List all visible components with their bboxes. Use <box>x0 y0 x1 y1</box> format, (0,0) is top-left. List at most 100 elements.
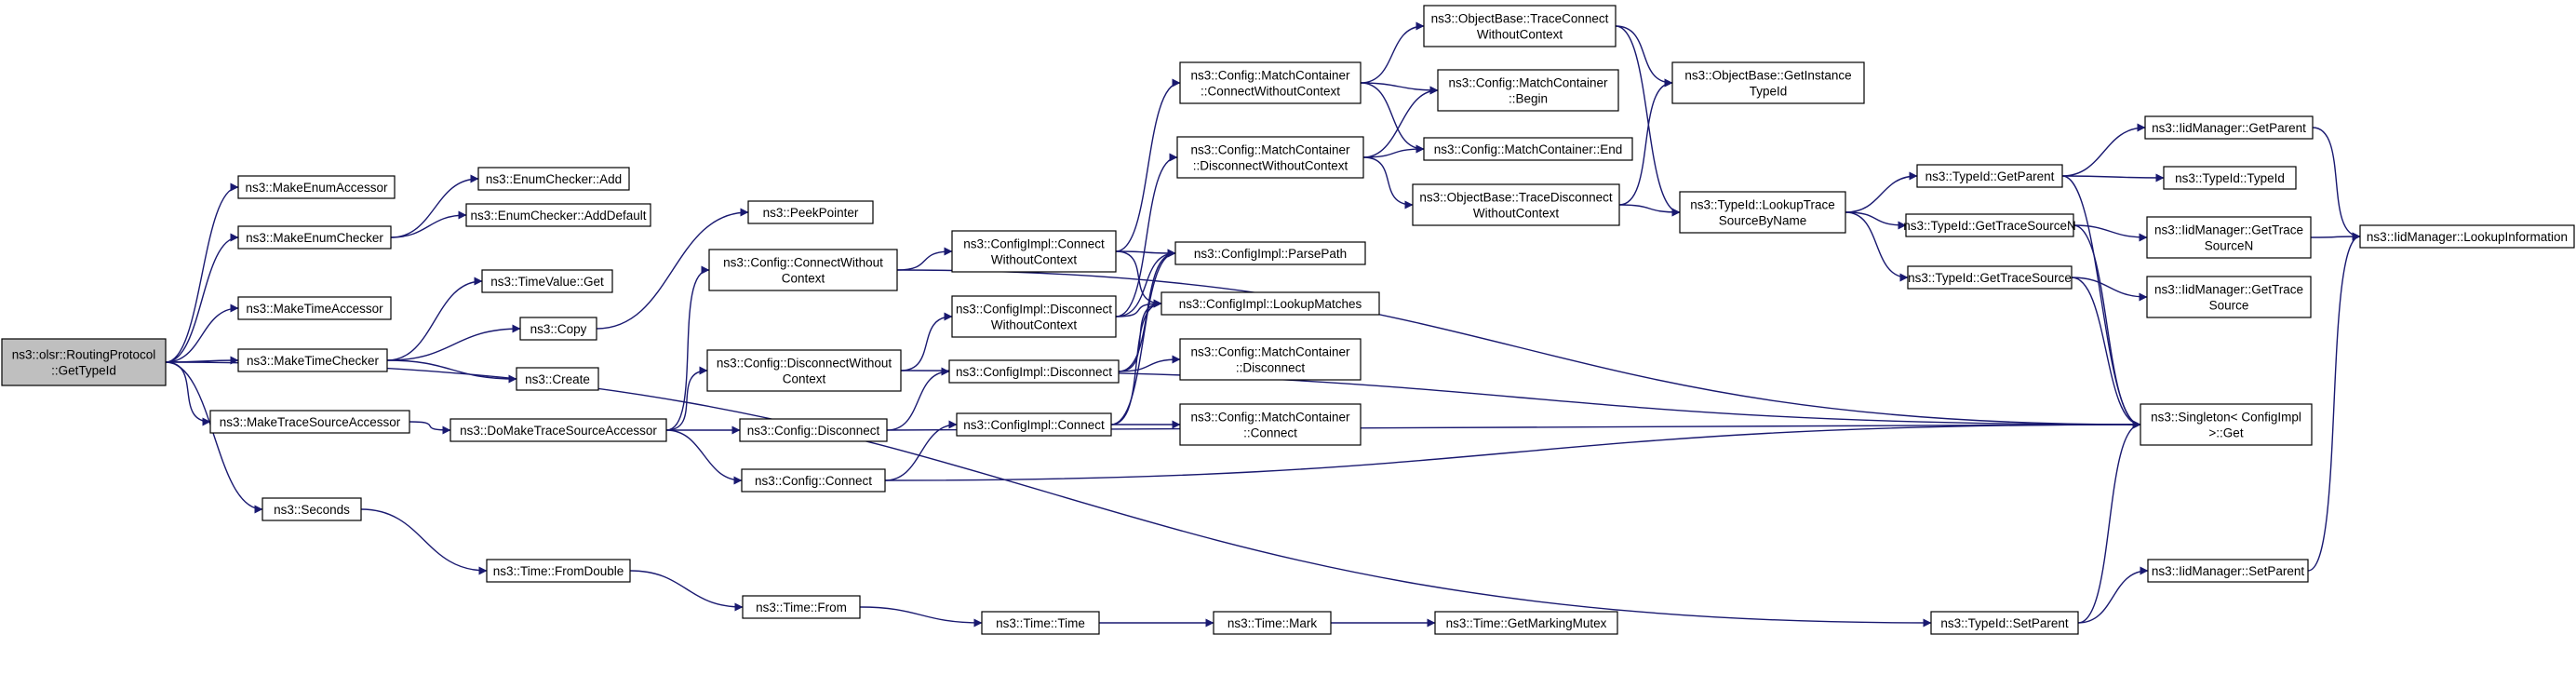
edge-typeIdGetTraceSource-to-singletonGet <box>2071 277 2141 429</box>
node-make-enum-checker[interactable]: ns3::MakeEnumChecker <box>237 225 392 250</box>
node-root[interactable]: ns3::olsr::RoutingProtocol::GetTypeId <box>1 338 167 386</box>
node-type-id-type-id[interactable]: ns3::TypeId::TypeId <box>2163 166 2297 190</box>
node-label: Context <box>782 272 825 286</box>
node-label: WithoutContext <box>991 318 1078 332</box>
node-label: ns3::ConfigImpl::Connect <box>963 418 1105 432</box>
node-config-impl-lookup-matches[interactable]: ns3::ConfigImpl::LookupMatches <box>1161 291 1380 316</box>
edge-iidSetParent-to-iidLookupInformation <box>2307 232 2361 572</box>
node-make-time-accessor[interactable]: ns3::MakeTimeAccessor <box>237 296 392 320</box>
node-mc-disconnect-without-context[interactable]: ns3::Config::MatchContainer::DisconnectW… <box>1176 136 1364 179</box>
node-label: ns3::Config::DisconnectWithout <box>717 357 892 371</box>
node-config-impl-disconnect[interactable]: ns3::ConfigImpl::Disconnect <box>948 359 1120 384</box>
edge-configImplDisconnectWithoutContext-to-configImplParsePath <box>1115 249 1176 317</box>
node-iid-lookup-information[interactable]: ns3::IidManager::LookupInformation <box>2359 224 2575 249</box>
node-label: ::Connect <box>1243 426 1297 440</box>
edge-configImplDisconnectWithoutContext-to-configImplLookupMatches <box>1115 299 1162 317</box>
node-label: ::DisconnectWithoutContext <box>1193 159 1348 173</box>
node-create[interactable]: ns3::Create <box>516 367 599 391</box>
node-label: ns3::MakeTimeChecker <box>247 354 380 368</box>
node-config-disconnect[interactable]: ns3::Config::Disconnect <box>739 418 888 442</box>
node-label: ::Begin <box>1509 92 1548 106</box>
node-type-id-get-trace-source-n[interactable]: ns3::TypeId::GetTraceSourceN <box>1903 213 2076 237</box>
node-time-time[interactable]: ns3::Time::Time <box>981 611 1100 635</box>
node-seconds[interactable]: ns3::Seconds <box>262 497 362 521</box>
edge-makeTraceSourceAccessor-to-doMakeTraceSourceAccessor <box>409 421 451 435</box>
node-mc-disconnect[interactable]: ns3::Config::MatchContainer::Disconnect <box>1179 338 1362 381</box>
node-label: ns3::MakeEnumAccessor <box>245 181 388 195</box>
edge-makeTimeChecker-to-create <box>386 359 517 384</box>
node-label: TypeId <box>1750 85 1788 99</box>
node-config-impl-connect-without-context[interactable]: ns3::ConfigImpl::ConnectWithoutContext <box>951 230 1117 273</box>
edge-configImplConnect-to-configImplParsePath <box>1110 249 1176 425</box>
node-time-mark[interactable]: ns3::Time::Mark <box>1213 611 1332 635</box>
node-label: ns3::Config::MatchContainer <box>1190 143 1350 157</box>
node-ob-trace-connect-without-context[interactable]: ns3::ObjectBase::TraceConnectWithoutCont… <box>1423 5 1617 47</box>
edge-typeIdLookupTraceSourceByName-to-typeIdGetParent <box>1845 171 1918 213</box>
edge-makeTimeChecker-to-timeValueGet <box>386 277 483 361</box>
node-time-value-get[interactable]: ns3::TimeValue::Get <box>481 269 613 293</box>
edge-configImplDisconnect-to-mcDisconnect <box>1118 355 1181 372</box>
node-label: ns3::TimeValue::Get <box>490 275 604 289</box>
edge-root-to-makeEnumAccessor <box>165 182 239 363</box>
node-label: WithoutContext <box>1473 207 1560 221</box>
node-label: ns3::IidManager::GetParent <box>2152 121 2306 135</box>
node-label: ns3::EnumChecker::AddDefault <box>470 209 646 223</box>
node-make-time-checker[interactable]: ns3::MakeTimeChecker <box>237 348 388 372</box>
edge-configConnectWithoutContext-to-singletonGet <box>896 269 2141 429</box>
node-enum-checker-add[interactable]: ns3::EnumChecker::Add <box>477 167 630 191</box>
node-config-connect[interactable]: ns3::Config::Connect <box>741 468 886 493</box>
node-config-disconnect-without-context[interactable]: ns3::Config::DisconnectWithoutContext <box>706 349 902 392</box>
node-config-impl-disconnect-without-context[interactable]: ns3::ConfigImpl::DisconnectWithoutContex… <box>951 295 1117 338</box>
edge-configConnectWithoutContext-to-configImplConnectWithoutContext <box>896 247 953 271</box>
node-label: ns3::Singleton< ConfigImpl <box>2151 411 2301 425</box>
node-copy[interactable]: ns3::Copy <box>519 317 597 341</box>
node-time-get-marking-mutex[interactable]: ns3::Time::GetMarkingMutex <box>1434 611 1618 635</box>
node-enum-checker-add-default[interactable]: ns3::EnumChecker::AddDefault <box>465 203 651 227</box>
node-time-from[interactable]: ns3::Time::From <box>742 595 861 619</box>
node-label: ns3::ConfigImpl::Connect <box>963 237 1105 251</box>
node-peek-pointer[interactable]: ns3::PeekPointer <box>747 200 874 224</box>
node-type-id-set-parent[interactable]: ns3::TypeId::SetParent <box>1930 611 2079 635</box>
node-label: WithoutContext <box>1477 28 1563 42</box>
edge-configImplConnectWithoutContext-to-configImplLookupMatches <box>1115 250 1162 308</box>
edge-typeIdGetParent-to-iidGetParent <box>2061 123 2146 177</box>
node-type-id-get-trace-source[interactable]: ns3::TypeId::GetTraceSource <box>1907 265 2073 290</box>
node-mc-connect-without-context[interactable]: ns3::Config::MatchContainer::ConnectWith… <box>1179 61 1362 104</box>
node-label: ::ConnectWithoutContext <box>1201 85 1340 99</box>
edge-mcDisconnectWithoutContext-to-obTraceDisconnectWithoutContext <box>1362 156 1414 209</box>
node-ob-trace-disconnect-without-context[interactable]: ns3::ObjectBase::TraceDisconnectWithoutC… <box>1412 183 1620 226</box>
node-label: ns3::DoMakeTraceSourceAccessor <box>460 424 657 438</box>
node-mc-connect[interactable]: ns3::Config::MatchContainer::Connect <box>1179 403 1362 446</box>
node-config-impl-connect[interactable]: ns3::ConfigImpl::Connect <box>956 412 1112 437</box>
node-do-make-trace-source-accessor[interactable]: ns3::DoMakeTraceSourceAccessor <box>449 418 667 442</box>
node-label: ns3::ObjectBase::TraceDisconnect <box>1419 191 1613 205</box>
node-label: ns3::TypeId::GetTraceSourceN <box>1903 219 2076 233</box>
node-iid-set-parent[interactable]: ns3::IidManager::SetParent <box>2147 559 2309 583</box>
node-mc-end[interactable]: ns3::Config::MatchContainer::End <box>1423 137 1633 161</box>
node-iid-get-trace-source-n[interactable]: ns3::IidManager::GetTraceSourceN <box>2146 216 2312 259</box>
node-iid-get-trace-source[interactable]: ns3::IidManager::GetTraceSource <box>2146 276 2312 318</box>
node-label: ns3::Time::FromDouble <box>493 564 624 578</box>
node-type-id-get-parent[interactable]: ns3::TypeId::GetParent <box>1916 164 2063 188</box>
edge-configDisconnect-to-configImplDisconnect <box>886 367 950 431</box>
node-mc-begin[interactable]: ns3::Config::MatchContainer::Begin <box>1437 69 1619 112</box>
node-label: ns3::TypeId::SetParent <box>1940 616 2069 630</box>
node-make-enum-accessor[interactable]: ns3::MakeEnumAccessor <box>237 175 396 199</box>
node-singleton-get[interactable]: ns3::Singleton< ConfigImpl >::Get <box>2140 403 2313 446</box>
edge-root-to-typeIdSetParent <box>165 361 1932 628</box>
node-make-trace-source-accessor[interactable]: ns3::MakeTraceSourceAccessor <box>209 410 410 434</box>
edge-doMakeTraceSourceAccessor-to-configDisconnectWithoutContext <box>665 366 708 431</box>
node-label: ns3::ConfigImpl::Disconnect <box>956 303 1112 317</box>
node-config-connect-without-context[interactable]: ns3::Config::ConnectWithoutContext <box>708 249 898 291</box>
node-label: ns3::olsr::RoutingProtocol <box>12 348 156 362</box>
edge-root-to-makeTraceSourceAccessor <box>165 361 211 426</box>
node-iid-get-parent[interactable]: ns3::IidManager::GetParent <box>2144 115 2314 140</box>
node-label: >::Get <box>2208 426 2243 440</box>
edge-timeFromDouble-to-timeFrom <box>629 570 744 612</box>
edge-obTraceDisconnectWithoutContext-to-typeIdLookupTraceSourceByName <box>1618 204 1681 217</box>
edge-mcDisconnectWithoutContext-to-mcBegin <box>1362 86 1439 158</box>
node-config-impl-parse-path[interactable]: ns3::ConfigImpl::ParsePath <box>1174 241 1366 265</box>
node-time-from-double[interactable]: ns3::Time::FromDouble <box>486 559 631 583</box>
